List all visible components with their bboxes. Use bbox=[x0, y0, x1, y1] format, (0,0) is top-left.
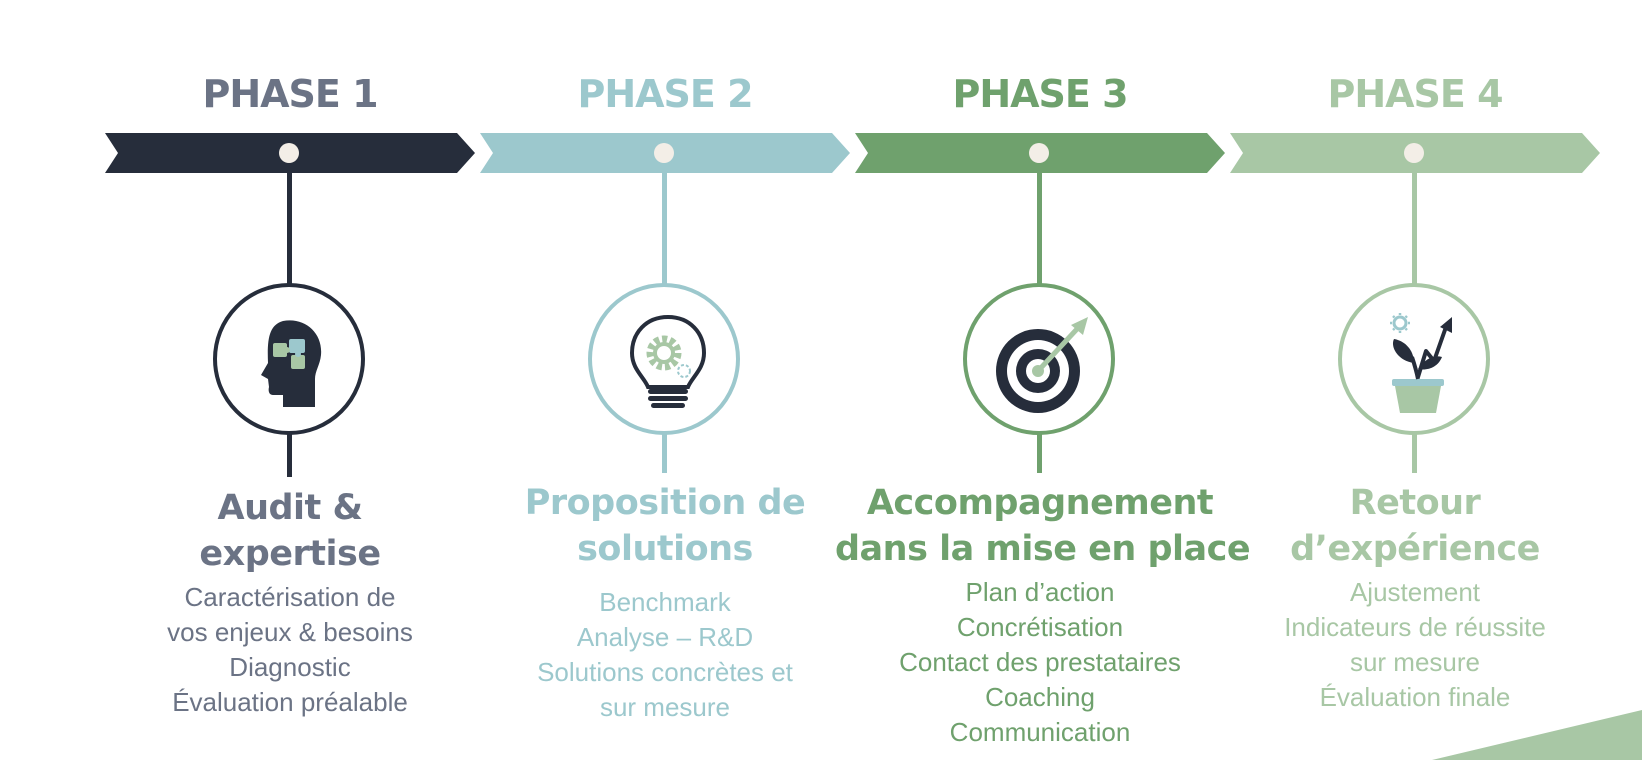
phase-3-heading-line: dans la mise en place bbox=[835, 529, 1251, 569]
phase-3-item: Concrétisation bbox=[956, 612, 1124, 642]
phase-4-connector-top bbox=[1412, 163, 1417, 285]
plant-growth-icon bbox=[1390, 313, 1452, 413]
phase-4-icon-circle bbox=[1338, 283, 1490, 435]
phase-4-items: Ajustement Indicateurs de réussite sur m… bbox=[1210, 575, 1620, 715]
phase-1-connector-bottom bbox=[287, 433, 292, 477]
phase-3-item: Coaching bbox=[985, 682, 1095, 712]
phase-3-title: PHASE 3 bbox=[952, 72, 1128, 116]
phase-3-heading: Accompagnement dans la mise en place bbox=[835, 480, 1251, 572]
phase-2-item: Benchmark bbox=[599, 587, 731, 617]
phase-1-connector-top bbox=[287, 163, 292, 285]
phase-2-title: PHASE 2 bbox=[577, 72, 753, 116]
phase-1-items: Caractérisation de vos enjeux & besoins … bbox=[85, 580, 495, 720]
target-arrow-icon bbox=[996, 317, 1088, 413]
phase-1-heading-line: expertise bbox=[199, 534, 381, 574]
phase-4: PHASE 4 Retour bbox=[1230, 0, 1600, 760]
phase-4-item: Évaluation finale bbox=[1319, 682, 1511, 712]
phase-2-heading-line: Proposition de bbox=[524, 483, 806, 523]
phase-2-heading: Proposition de solutions bbox=[460, 480, 870, 572]
phase-1-icon-circle bbox=[213, 283, 365, 435]
phase-4-item: Ajustement bbox=[1349, 577, 1481, 607]
lightbulb-gear-icon bbox=[629, 314, 707, 408]
phase-3-heading-line: Accompagnement bbox=[866, 483, 1214, 523]
phase-1-item: Évaluation préalable bbox=[172, 687, 408, 717]
phase-1-item: vos enjeux & besoins bbox=[167, 617, 413, 647]
phase-3-icon-circle bbox=[963, 283, 1115, 435]
phase-2-item: sur mesure bbox=[599, 692, 731, 722]
phase-2-item: Solutions concrètes et bbox=[537, 657, 793, 687]
phase-4-connector-bottom bbox=[1412, 433, 1417, 473]
phase-4-item: Indicateurs de réussite bbox=[1284, 612, 1546, 642]
phase-3-item: Plan d’action bbox=[965, 577, 1115, 607]
phase-1-item: Caractérisation de bbox=[184, 582, 396, 612]
phase-1-dot bbox=[279, 143, 299, 163]
phase-4-heading-line: Retour bbox=[1349, 483, 1481, 523]
phase-3-connector-top bbox=[1037, 163, 1042, 285]
phase-1-item: Diagnostic bbox=[229, 652, 351, 682]
phase-4-dot bbox=[1404, 143, 1424, 163]
phase-2: PHASE 2 Proposition de solutions Benchma… bbox=[480, 0, 850, 760]
phase-2-heading-line: solutions bbox=[577, 529, 753, 569]
head-puzzle-icon bbox=[261, 320, 322, 407]
phase-4-item: sur mesure bbox=[1349, 647, 1481, 677]
phase-2-connector-top bbox=[662, 163, 667, 285]
phase-3: PHASE 3 Accompagnement dans la mise en p… bbox=[835, 0, 1251, 760]
phase-1-heading: Audit & expertise bbox=[85, 485, 495, 577]
phase-1-title: PHASE 1 bbox=[202, 72, 378, 116]
phase-1-heading-line: Audit & bbox=[217, 488, 364, 528]
phase-4-title: PHASE 4 bbox=[1327, 72, 1503, 116]
phase-2-connector-bottom bbox=[662, 433, 667, 473]
phase-2-items: Benchmark Analyse – R&D Solutions concrè… bbox=[460, 585, 870, 725]
phase-4-heading: Retour d’expérience bbox=[1210, 480, 1620, 572]
phase-3-connector-bottom bbox=[1037, 433, 1042, 473]
phase-3-dot bbox=[1029, 143, 1049, 163]
phase-4-heading-line: d’expérience bbox=[1290, 529, 1540, 569]
phase-2-item: Analyse – R&D bbox=[576, 622, 754, 652]
phase-3-item: Contact des prestataires bbox=[899, 647, 1181, 677]
phase-2-dot bbox=[654, 143, 674, 163]
phase-3-item: Communication bbox=[949, 717, 1131, 747]
phase-2-icon-circle bbox=[588, 283, 740, 435]
corner-decoration bbox=[1432, 710, 1642, 760]
phase-3-items: Plan d’action Concrétisation Contact des… bbox=[835, 575, 1245, 750]
phase-1: PHASE 1 Audit & expertise Caractérisatio… bbox=[105, 0, 475, 760]
